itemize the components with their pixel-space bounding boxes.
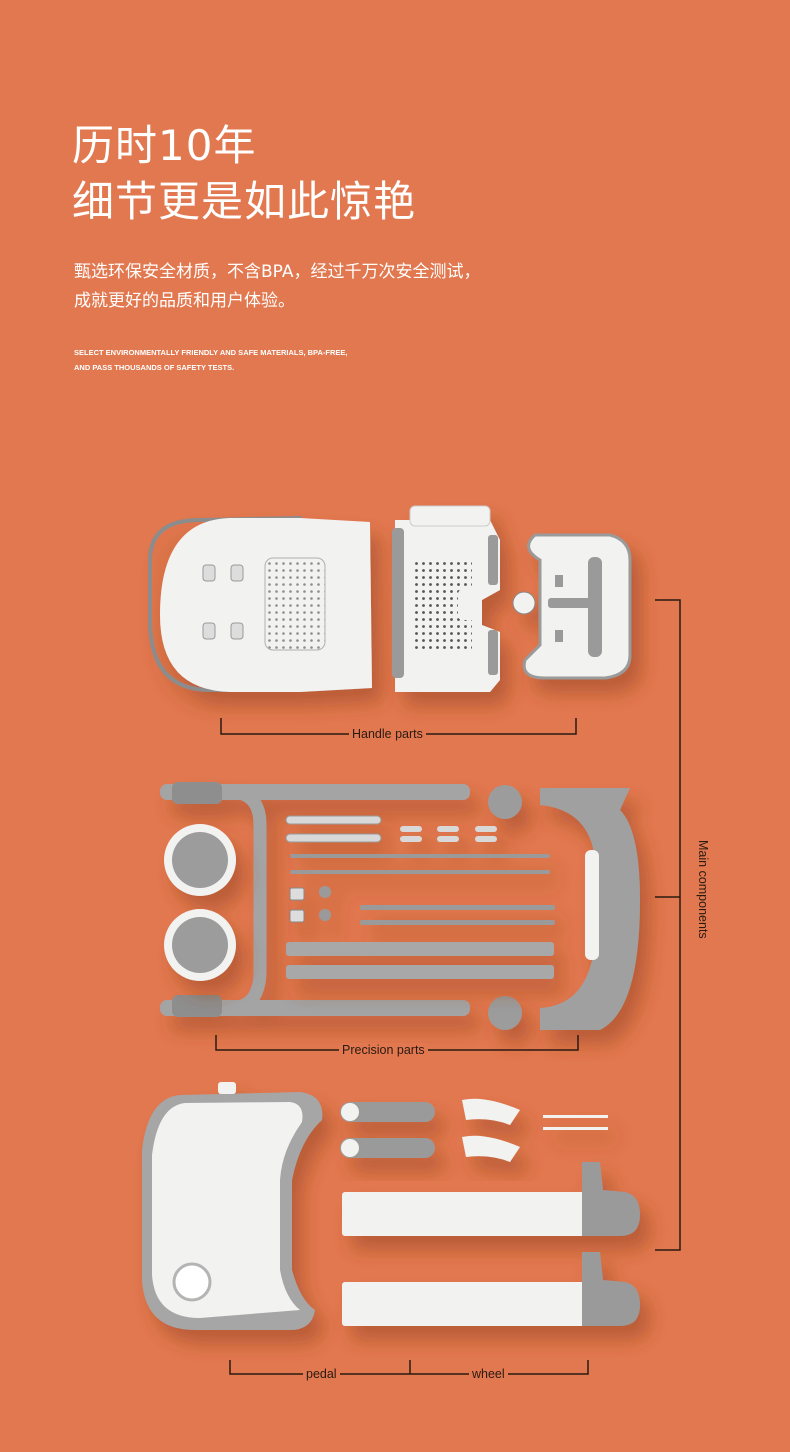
u-shaped-frame (540, 788, 640, 1030)
label-precision-parts: Precision parts (339, 1043, 428, 1057)
label-handle-parts: Handle parts (349, 727, 426, 741)
frame-rails (160, 782, 470, 1017)
label-wheel: wheel (469, 1367, 508, 1381)
headline-line-1: 历时10年 (72, 121, 257, 170)
headline: 历时10年 细节更是如此惊艳 (72, 118, 416, 230)
pedal-parts (340, 1098, 608, 1162)
english-caption-line-1: SELECT ENVIRONMENTALLY FRIENDLY AND SAFE… (74, 348, 348, 357)
subtitle-line-2: 成就更好的品质和用户体验。 (74, 291, 295, 311)
english-caption-line-2: AND PASS THOUSANDS OF SAFETY TESTS. (74, 363, 235, 372)
label-main-components: Main components (696, 840, 710, 939)
pedal-wheel-bracket (229, 1360, 589, 1375)
seat-shell (148, 515, 372, 692)
food-tray (142, 1082, 323, 1330)
english-caption: SELECT ENVIRONMENTALLY FRIENDLY AND SAFE… (74, 345, 348, 375)
footrest-with-t-handle (512, 533, 632, 680)
wheel-legs (342, 1162, 640, 1326)
subtitle: 甄选环保安全材质，不含BPA，经过千万次安全测试， 成就更好的品质和用户体验。 (74, 258, 480, 316)
headline-line-2: 细节更是如此惊艳 (72, 177, 417, 226)
wheel-discs (164, 785, 522, 1030)
label-pedal: pedal (303, 1367, 340, 1381)
rods-and-slats (285, 815, 555, 979)
main-components-bracket (655, 599, 681, 1251)
backrest-panel (392, 505, 500, 692)
subtitle-line-1: 甄选环保安全材质，不含BPA，经过千万次安全测试， (74, 262, 481, 282)
